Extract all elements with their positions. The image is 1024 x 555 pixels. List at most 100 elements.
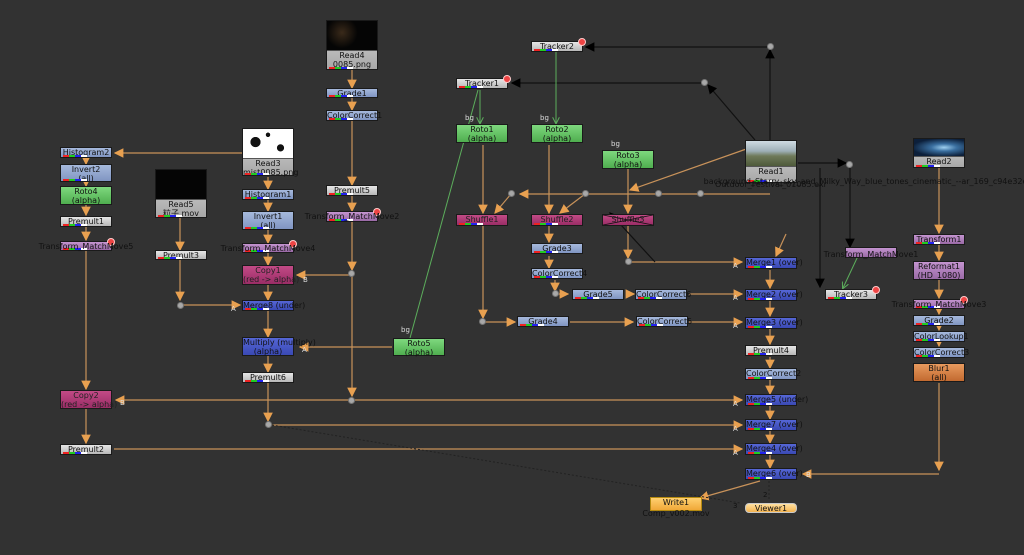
- clone-badge: [578, 38, 586, 46]
- colorlookup1-node[interactable]: ColorLookup1: [913, 331, 969, 342]
- merge4-node[interactable]: Merge4 (over): [745, 443, 803, 455]
- histogram1-node[interactable]: Histogram1: [242, 189, 294, 200]
- colorcorrect6-node[interactable]: ColorCorrect6: [635, 289, 691, 300]
- roto1-node[interactable]: Roto1(alpha): [456, 124, 508, 143]
- colorcorrect1-node[interactable]: ColorCorrect1: [326, 110, 382, 121]
- tracker3-node[interactable]: Tracker3: [825, 286, 880, 300]
- channel-indicator: [459, 223, 483, 225]
- grade1-node[interactable]: Grade1: [326, 88, 378, 98]
- dot-node[interactable]: [348, 397, 355, 404]
- channel-indicator: [534, 251, 558, 253]
- read5-node[interactable]: Read5 粒子.mov: [155, 169, 207, 218]
- channel-indicator: [63, 224, 87, 226]
- dot-node[interactable]: [701, 79, 708, 86]
- channel-indicator: [534, 223, 558, 225]
- transform-matchmove4-node[interactable]: [242, 240, 297, 253]
- grade3-node[interactable]: Grade3: [531, 243, 583, 254]
- transform-matchmove3-node[interactable]: [913, 296, 968, 309]
- reformat1-label: Reformat1: [918, 262, 960, 271]
- roto2-node[interactable]: Roto2(alpha): [531, 124, 583, 143]
- tracker1-node[interactable]: Tracker1: [456, 75, 511, 89]
- read3-node[interactable]: Read3 mist0085.png: [242, 128, 298, 177]
- channel-indicator: [639, 324, 663, 326]
- input-a-label: A: [733, 322, 738, 330]
- premult1-node[interactable]: Premult1: [60, 216, 112, 227]
- read3-thumbnail: [243, 129, 293, 159]
- read4-node[interactable]: Read4 0085.png: [326, 20, 378, 70]
- shuffle1-node[interactable]: Shuffle1: [456, 214, 508, 226]
- shuffle1-label: Shuffle1: [465, 215, 499, 224]
- channel-indicator: [329, 118, 353, 120]
- copy1-node[interactable]: Copy1(red -> alpha): [242, 265, 299, 285]
- colorcorrect5-node[interactable]: ColorCorrect5: [636, 316, 692, 327]
- merge8-node[interactable]: Merge8 (under): [242, 300, 305, 311]
- colorcorrect2-node[interactable]: ColorCorrect2: [745, 368, 801, 380]
- channel-indicator: [916, 165, 940, 167]
- merge7-node[interactable]: Merge7 (over): [745, 419, 803, 431]
- premult4-label: Premult4: [752, 346, 790, 355]
- roto5-node[interactable]: Roto5(alpha): [393, 338, 445, 357]
- dot-node[interactable]: [697, 190, 704, 197]
- premult3-node[interactable]: Premult3: [155, 250, 207, 260]
- dot-node[interactable]: [846, 161, 853, 168]
- channel-indicator: [520, 324, 544, 326]
- channel-indicator: [245, 250, 269, 252]
- dot-node[interactable]: [655, 190, 662, 197]
- multiply-node[interactable]: Multiply (multiply)(alpha): [242, 337, 316, 356]
- dot-node[interactable]: [479, 318, 486, 325]
- tracker2-node[interactable]: Tracker2: [531, 38, 586, 52]
- premult5-node[interactable]: Premult5: [326, 185, 378, 196]
- copy2-node[interactable]: Copy2(red -> alpha): [60, 390, 117, 409]
- merge3-node[interactable]: Merge3 (over): [745, 317, 803, 329]
- transform1-node[interactable]: Transform1: [913, 234, 965, 245]
- transform-matchmove2-node[interactable]: [326, 208, 381, 222]
- colorcorrect3-node[interactable]: ColorCorrect3: [913, 347, 969, 358]
- grade2-node[interactable]: Grade2: [913, 315, 965, 326]
- histogram2-node[interactable]: Histogram2: [60, 147, 112, 158]
- channel-indicator: [329, 193, 353, 195]
- merge6-node[interactable]: Merge6 (over): [745, 468, 803, 480]
- read2-node[interactable]: Read2: [913, 138, 965, 168]
- transform-matchmove5-node[interactable]: [60, 238, 115, 251]
- dot-node[interactable]: [552, 290, 559, 297]
- read1-node[interactable]: Read1: [745, 140, 797, 183]
- input-a-label: A: [302, 346, 307, 354]
- write1-node[interactable]: Write1: [650, 497, 702, 511]
- reformat1-node[interactable]: Reformat1(HD_1080): [913, 261, 965, 280]
- channel-indicator: [63, 179, 87, 181]
- roto4-node[interactable]: Roto4(alpha): [60, 186, 112, 205]
- dot-node[interactable]: [348, 270, 355, 277]
- dot-node[interactable]: [625, 258, 632, 265]
- roto3-node[interactable]: Roto3(alpha): [602, 150, 654, 169]
- shuffle2-node[interactable]: Shuffle2: [531, 214, 583, 226]
- merge1-node[interactable]: Merge1 (over): [745, 257, 803, 269]
- premult4-node[interactable]: Premult4: [745, 345, 797, 356]
- viewer1-node[interactable]: Viewer1: [745, 503, 797, 513]
- shuffle3-node-disabled[interactable]: Shuffle3: [602, 214, 654, 226]
- transform-matchmove1-node[interactable]: [845, 247, 897, 258]
- merge5-node[interactable]: Merge5 (under): [745, 394, 808, 406]
- premult6-node[interactable]: Premult6: [242, 372, 294, 383]
- dot-node[interactable]: [508, 190, 515, 197]
- dot-node[interactable]: [177, 302, 184, 309]
- grade5-node[interactable]: Grade5: [572, 289, 624, 300]
- premult2-node[interactable]: Premult2: [60, 444, 112, 455]
- invert2-node[interactable]: Invert2(all): [60, 164, 112, 183]
- dot-node[interactable]: [265, 421, 272, 428]
- channel-indicator: [245, 380, 269, 382]
- roto4-channels: (alpha): [71, 196, 101, 205]
- dot-node[interactable]: [582, 190, 589, 197]
- blur1-node[interactable]: Blur1(all): [913, 363, 965, 382]
- channel-indicator: [245, 227, 269, 229]
- merge2-node[interactable]: Merge2 (over): [745, 289, 803, 301]
- dot-node[interactable]: [767, 43, 774, 50]
- grade4-node[interactable]: Grade4: [517, 316, 569, 327]
- blur1-label: Blur1: [928, 364, 950, 373]
- tracker1-label: Tracker1: [465, 79, 499, 88]
- invert1-node[interactable]: Invert1(all): [242, 211, 294, 230]
- read2-thumbnail: [914, 139, 964, 157]
- histogram2-label: Histogram2: [62, 148, 110, 157]
- colorcorrect4-node[interactable]: ColorCorrect4: [531, 268, 587, 279]
- roto2-label: Roto2: [545, 125, 569, 134]
